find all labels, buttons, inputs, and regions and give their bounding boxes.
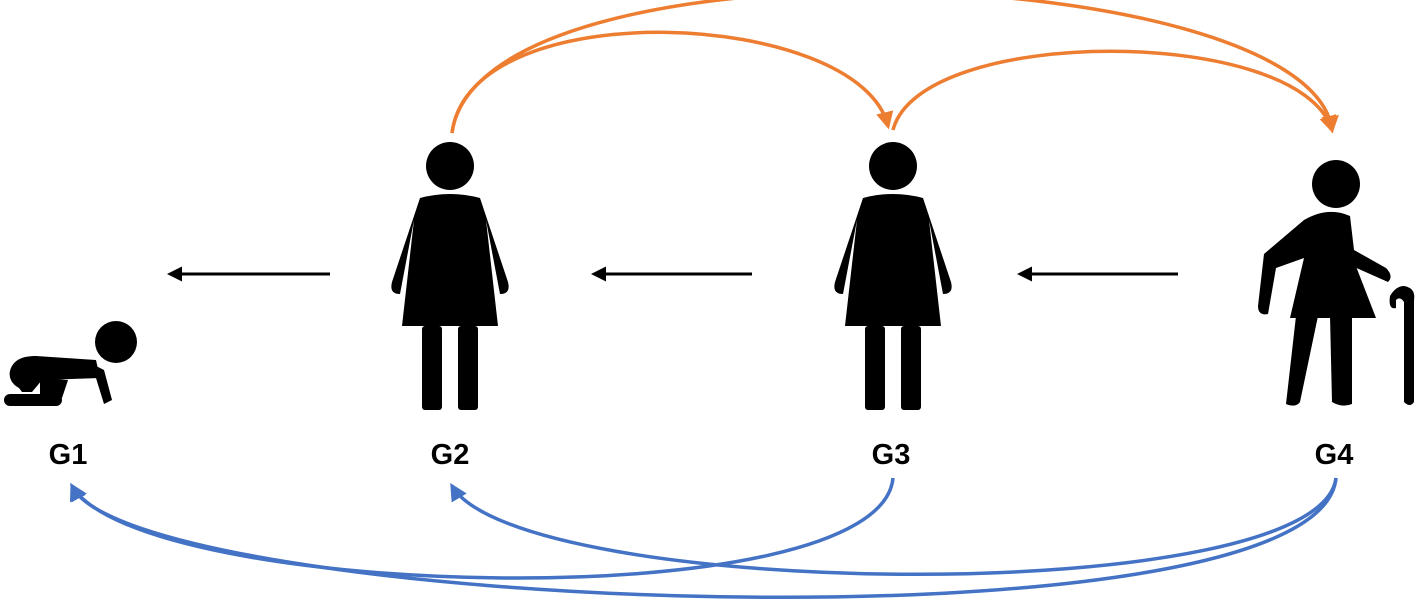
woman-icon (391, 142, 509, 410)
arc-g4-to-g2 (450, 477, 1338, 576)
label-g4: G4 (1315, 439, 1354, 471)
elderly-woman-with-cane-icon (1258, 160, 1415, 406)
arc-g2-to-g4 (450, 0, 1339, 134)
arc-g2-to-g3 (450, 30, 894, 134)
crawling-baby-icon (4, 321, 137, 406)
label-g1: G1 (49, 439, 88, 471)
label-g2: G2 (431, 439, 470, 471)
upward-arcs (450, 0, 1339, 134)
woman-icon (834, 142, 952, 410)
label-g3: G3 (872, 439, 911, 471)
arc-g3-to-g4 (891, 49, 1337, 134)
arc-g3-to-g1 (70, 477, 895, 580)
arc-g4-to-g1 (70, 477, 1338, 600)
generation-labels: G1 G2 G3 G4 (49, 439, 1354, 471)
downward-arcs (70, 477, 1338, 600)
